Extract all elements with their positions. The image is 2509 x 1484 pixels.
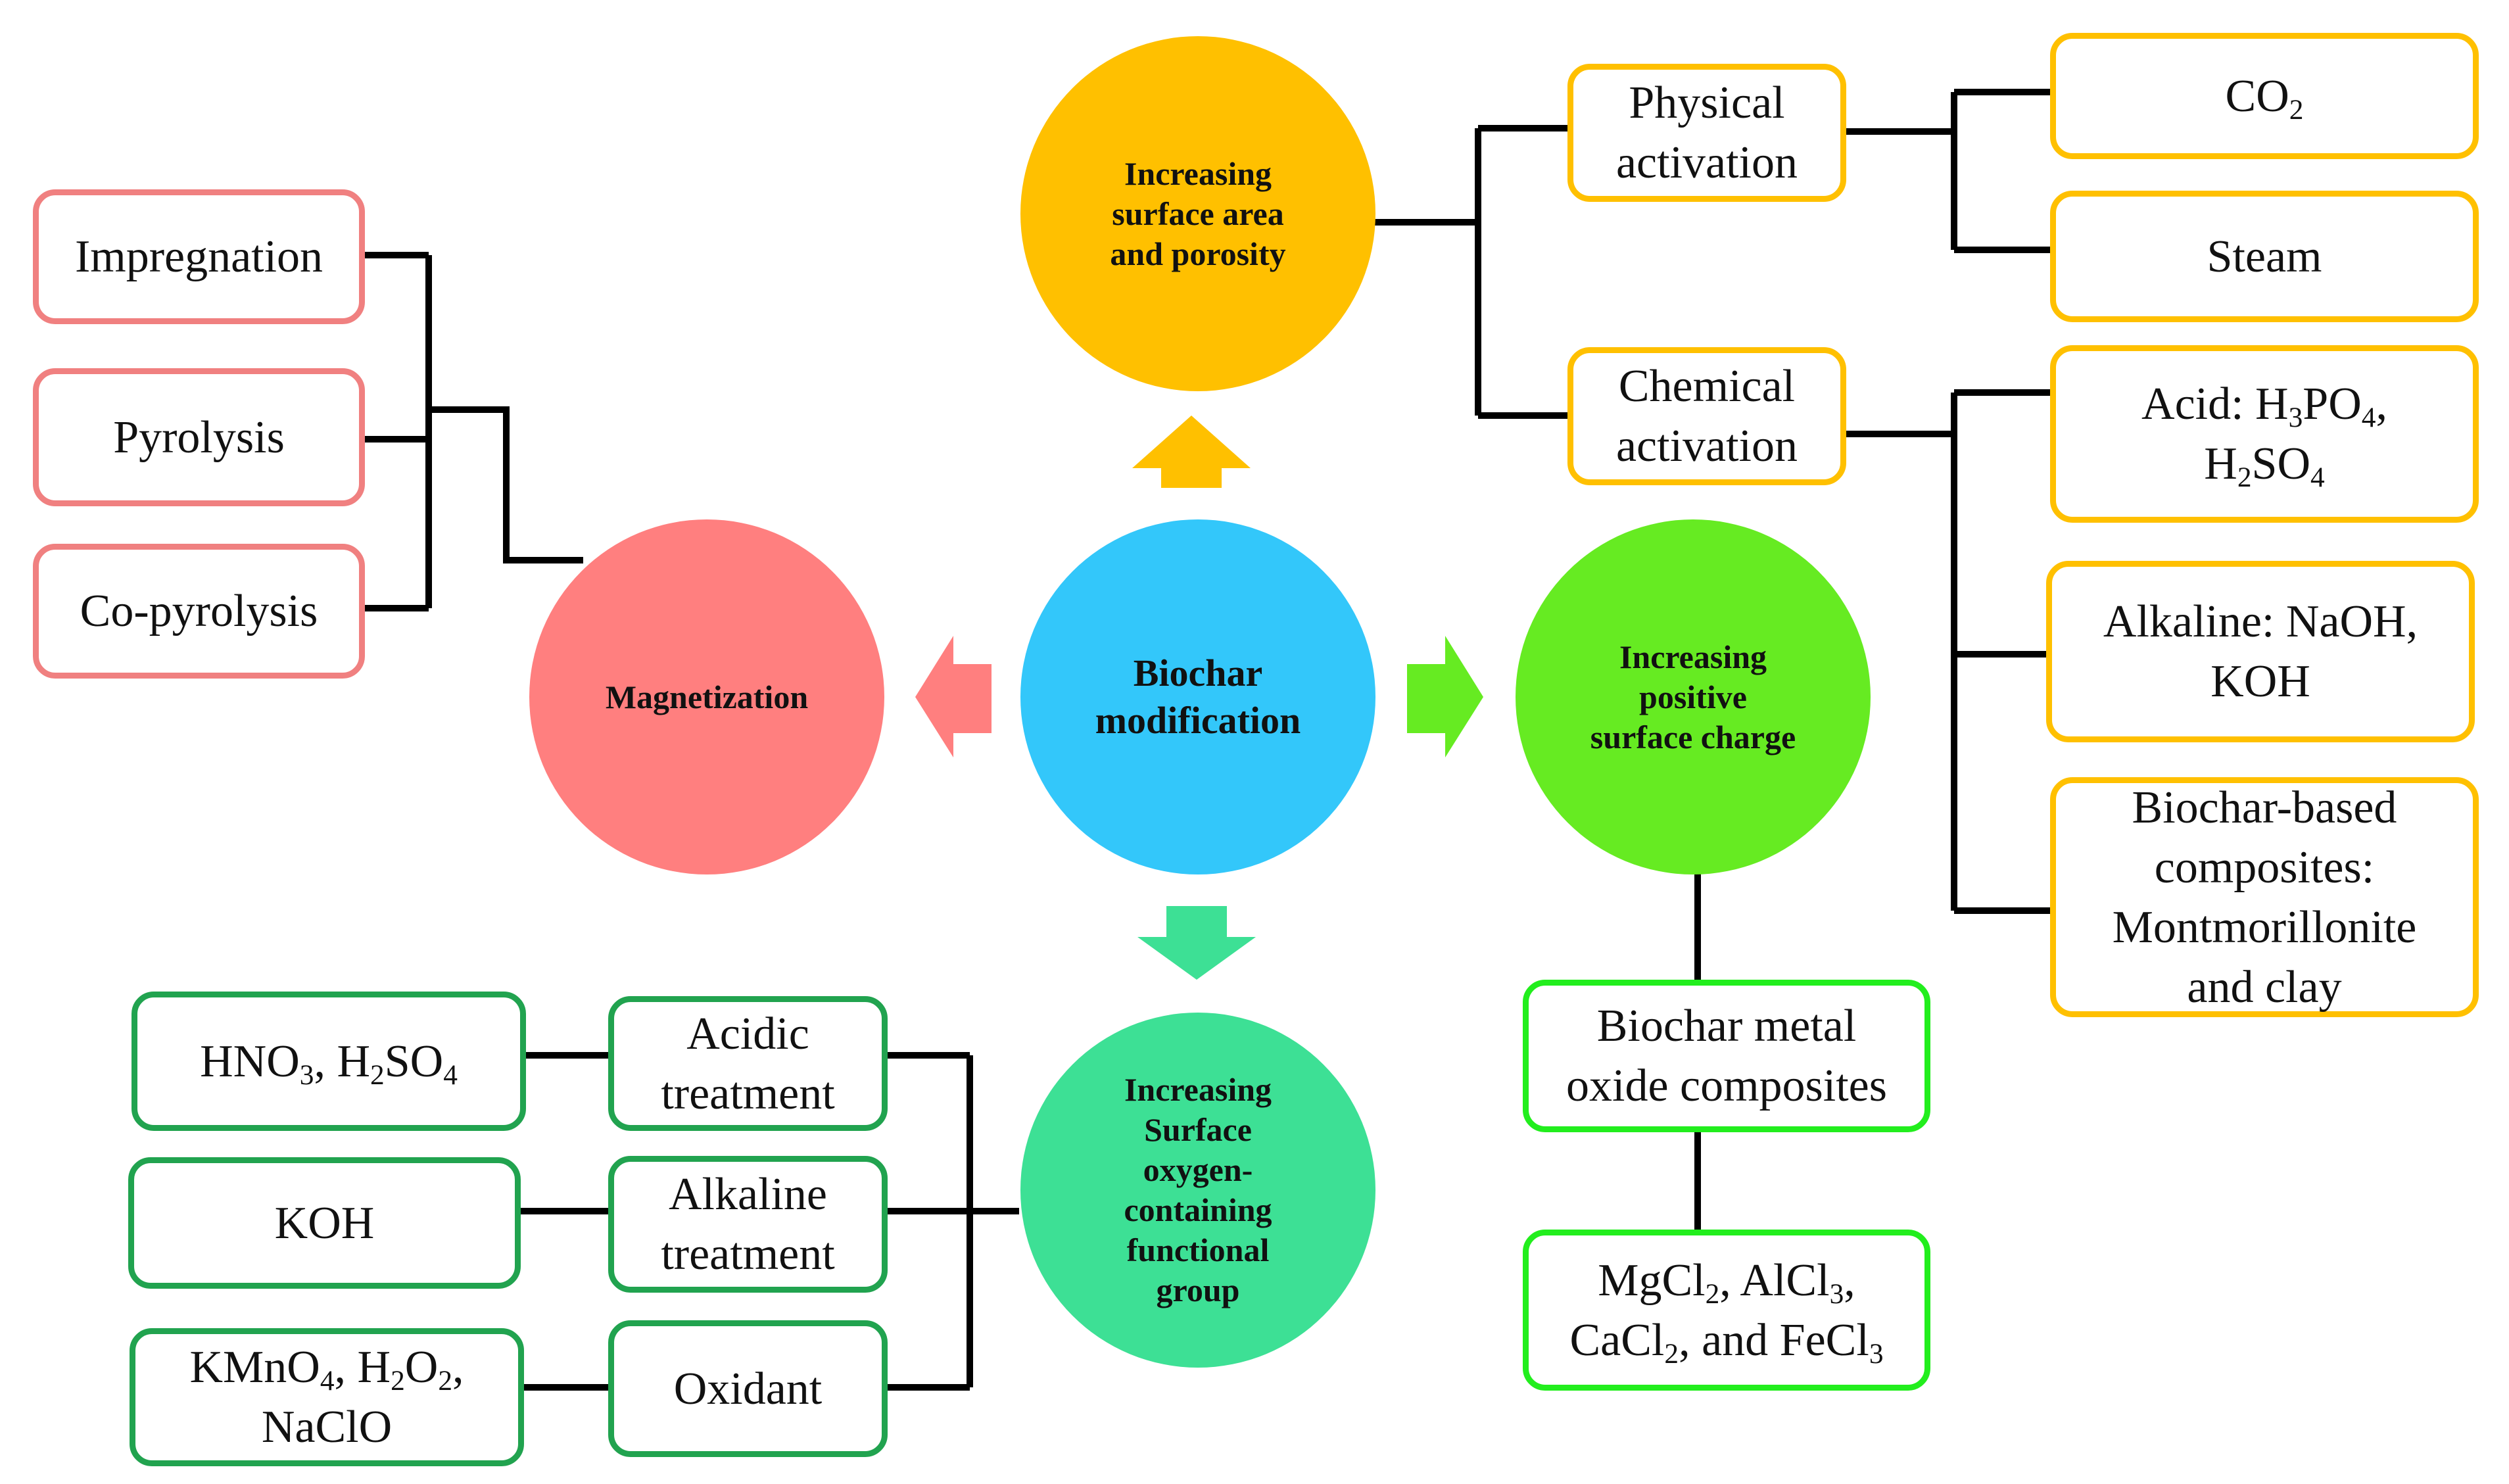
oxygen-groups-circle: Increasing Surface oxygen- containing fu… xyxy=(1020,1013,1375,1368)
porosity-label: Increasing surface area and porosity xyxy=(1110,155,1286,272)
block-arrow-left xyxy=(915,636,992,757)
steam-label: Steam xyxy=(2207,231,2322,282)
metal-salts-label: MgCl2, AlCl3, CaCl2, and FeCl3 xyxy=(1569,1255,1884,1370)
oxidant-label: Oxidant xyxy=(673,1363,823,1414)
oxidant-box: Oxidant xyxy=(608,1320,888,1457)
metal-salts-box: MgCl2, AlCl3, CaCl2, and FeCl3 xyxy=(1523,1230,1930,1391)
acid-agent-label: Acid: H3PO4, H2SO4 xyxy=(2141,379,2387,494)
alkaline-agent-label: Alkaline: NaOH, KOH xyxy=(2103,596,2418,707)
impregnation-label: Impregnation xyxy=(74,231,323,282)
metal-oxide-composite-label: Biochar metal oxide composites xyxy=(1566,1001,1887,1111)
acid-reagents-label: HNO3, H2SO4 xyxy=(200,1036,458,1091)
oxidant-reagents-box: KMnO4, H2O2, NaClO xyxy=(130,1328,524,1466)
acidic-treatment-box: Acidic treatment xyxy=(608,996,888,1131)
oxygen-groups-label: Increasing Surface oxygen- containing fu… xyxy=(1124,1071,1272,1308)
koh-label: KOH xyxy=(274,1197,375,1249)
connector-magnet-elbow xyxy=(429,406,583,563)
alkaline-treatment-box: Alkaline treatment xyxy=(608,1156,888,1293)
positive-charge-circle: Increasing positive surface charge xyxy=(1516,519,1871,874)
koh-box: KOH xyxy=(128,1157,521,1289)
oxidant-reagents-label: KMnO4, H2O2, NaClO xyxy=(189,1342,464,1452)
impregnation-box: Impregnation xyxy=(33,189,365,324)
pyrolysis-label: Pyrolysis xyxy=(113,412,285,463)
co2-label: CO2 xyxy=(2225,70,2304,126)
metal-oxide-composite-box: Biochar metal oxide composites xyxy=(1523,980,1930,1132)
positive-charge-label: Increasing positive surface charge xyxy=(1590,638,1796,755)
block-arrow-right xyxy=(1407,636,1483,757)
co-pyrolysis-box: Co-pyrolysis xyxy=(33,544,365,679)
magnetization-label: Magnetization xyxy=(605,679,809,715)
chemical-activation-box: Chemical activation xyxy=(1567,347,1846,485)
physical-activation-box: Physical activation xyxy=(1567,64,1846,202)
co-pyrolysis-label: Co-pyrolysis xyxy=(80,586,318,636)
pyrolysis-box: Pyrolysis xyxy=(33,368,365,506)
magnetization-circle: Magnetization xyxy=(529,519,884,874)
chemical-activation-label: Chemical activation xyxy=(1615,361,1798,471)
porosity-circle: Increasing surface area and porosity xyxy=(1020,36,1375,391)
center-circle: Biochar modification xyxy=(1020,519,1375,874)
composites-clay-label: Biochar-based composites: Montmorillonit… xyxy=(2112,782,2417,1013)
center-label: Biochar modification xyxy=(1095,651,1301,742)
co2-box: CO2 xyxy=(2050,33,2479,159)
block-arrow-down xyxy=(1137,906,1256,980)
block-arrow-up xyxy=(1132,416,1251,488)
alkaline-agent-box: Alkaline: NaOH, KOH xyxy=(2046,561,2475,742)
acidic-treatment-label: Acidic treatment xyxy=(661,1008,835,1119)
composites-clay-box: Biochar-based composites: Montmorillonit… xyxy=(2050,777,2479,1017)
acid-agent-box: Acid: H3PO4, H2SO4 xyxy=(2050,345,2479,523)
steam-box: Steam xyxy=(2050,191,2479,322)
alkaline-treatment-label: Alkaline treatment xyxy=(661,1169,835,1280)
acid-reagents-box: HNO3, H2SO4 xyxy=(131,992,526,1131)
physical-activation-label: Physical activation xyxy=(1615,78,1798,188)
